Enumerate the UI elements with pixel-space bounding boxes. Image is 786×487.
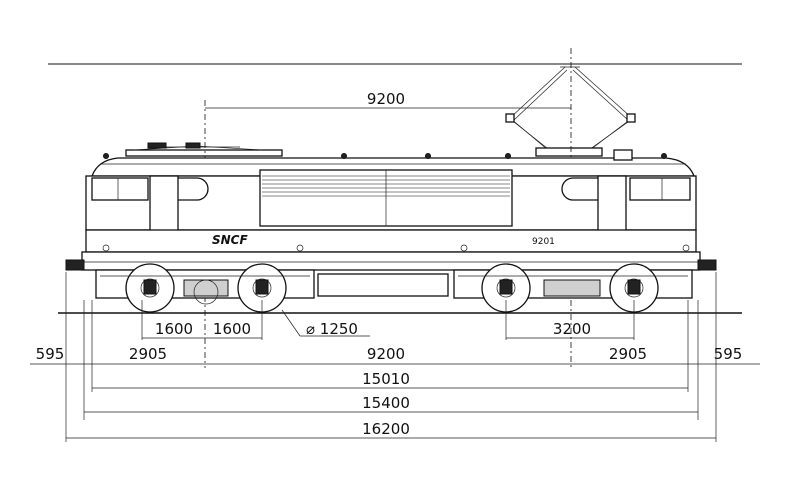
dim-pantograph-spacing: 9200 xyxy=(205,90,571,109)
dim-wheel-diameter-label: ⌀ 1250 xyxy=(306,320,358,338)
pantograph-lowered xyxy=(125,100,283,368)
dim-axle-left: 1600 1600 xyxy=(142,320,262,339)
fuel-tank xyxy=(317,273,449,297)
bogie-right xyxy=(453,263,693,313)
dim-overhang-left: 595 xyxy=(36,345,65,363)
ventilation-grille xyxy=(262,175,510,197)
dim-axle-left-b: 1600 xyxy=(213,320,251,338)
dim-end-to-bogie-left: 2905 xyxy=(129,345,167,363)
dim-overhang-right: 595 xyxy=(714,345,743,363)
dim-axle-right: 3200 xyxy=(506,320,634,339)
dim-length-body-label: 15010 xyxy=(362,370,410,388)
dim-row-segments: 595 2905 9200 2905 595 xyxy=(30,345,760,365)
dim-length-frame: 15400 xyxy=(84,394,698,413)
dim-wheel-diameter: ⌀ 1250 xyxy=(281,309,370,338)
dim-axle-right-label: 3200 xyxy=(553,320,591,338)
locomotive-number: 9201 xyxy=(532,237,555,247)
dim-axle-left-a: 1600 xyxy=(155,320,193,338)
brand-logo: SNCF xyxy=(212,233,248,247)
dim-pantograph-spacing-label: 9200 xyxy=(367,90,405,108)
dim-end-to-bogie-right: 2905 xyxy=(609,345,647,363)
dim-length-frame-label: 15400 xyxy=(362,394,410,412)
dim-length-body: 15010 xyxy=(92,370,688,389)
dim-bogie-centers: 9200 xyxy=(367,345,405,363)
dim-length-over-buffers: 16200 xyxy=(66,420,716,439)
locomotive-body xyxy=(65,149,717,273)
dim-length-over-buffers-label: 16200 xyxy=(362,420,410,438)
bogie-left xyxy=(95,263,315,313)
